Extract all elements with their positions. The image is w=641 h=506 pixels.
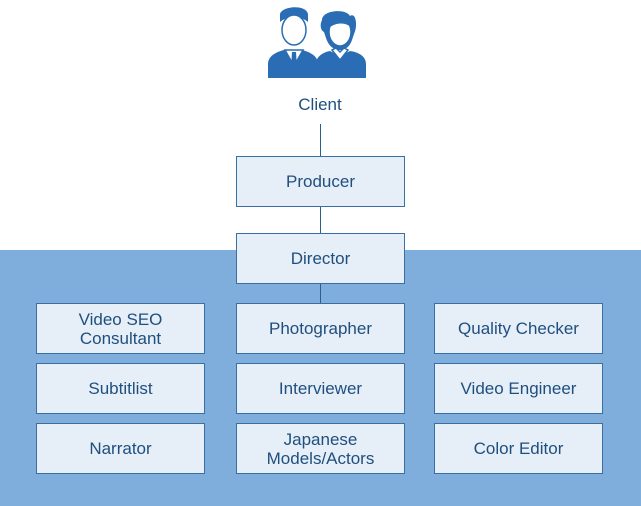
role-quality-checker: Quality Checker [434,303,603,354]
role-color-editor: Color Editor [434,423,603,474]
connector-director-team [320,283,321,304]
role-video-seo-consultant: Video SEO Consultant [36,303,205,354]
role-narrator: Narrator [36,423,205,474]
role-video-engineer: Video Engineer [434,363,603,414]
producer-box: Producer [236,156,405,207]
role-photographer: Photographer [236,303,405,354]
connector-producer-director [320,206,321,234]
director-box: Director [236,233,405,284]
role-interviewer: Interviewer [236,363,405,414]
business-people-icon [266,6,368,80]
client-label: Client [298,95,342,114]
role-subtitlist: Subtitlist [36,363,205,414]
role-japanese-models-actors: Japanese Models/Actors [236,423,405,474]
connector-client-producer [320,124,321,156]
